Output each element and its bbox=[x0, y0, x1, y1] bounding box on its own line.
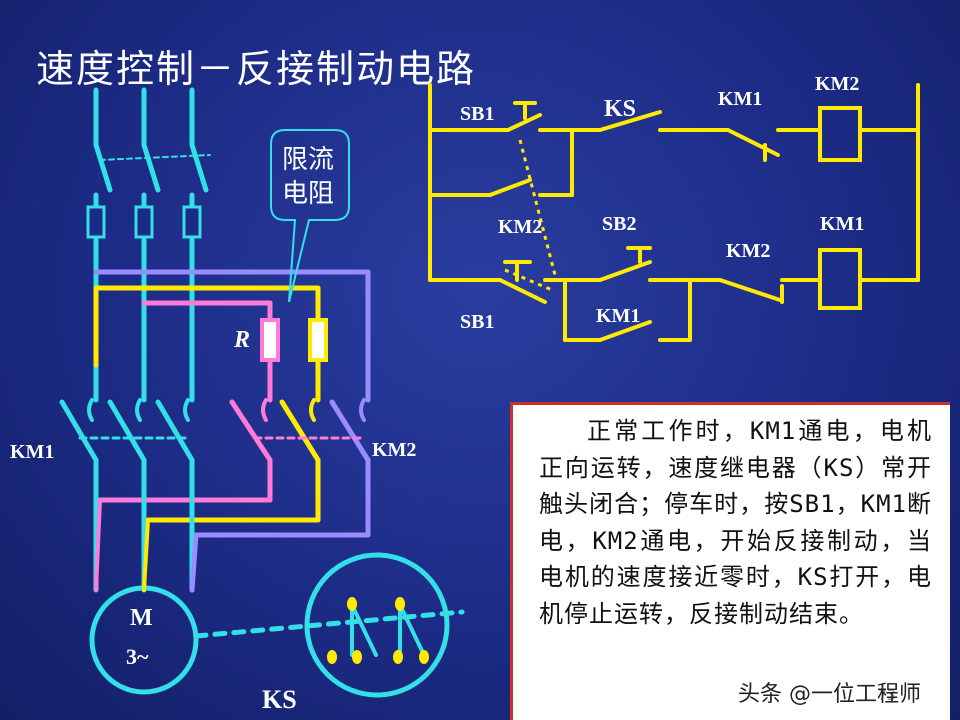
supply-lines bbox=[93, 87, 209, 403]
callout-line2: 电阻 bbox=[282, 179, 334, 209]
motor-symbol bbox=[89, 585, 199, 695]
control-circuit bbox=[428, 83, 920, 342]
ctrl-sb1-bottom-label: SB1 bbox=[460, 311, 494, 333]
fuses bbox=[86, 205, 202, 239]
km1-main-contacts bbox=[59, 399, 195, 593]
ctrl-km2-coil-label: KM2 bbox=[815, 73, 859, 95]
page-number: 73 bbox=[878, 688, 896, 704]
resistor-label: R bbox=[233, 327, 250, 353]
resistors bbox=[260, 318, 328, 362]
speed-relay-symbol bbox=[304, 552, 450, 698]
ctrl-km2-left-label: KM2 bbox=[498, 216, 542, 238]
ctrl-km2-mid-label: KM2 bbox=[726, 240, 770, 262]
yellow-wire bbox=[93, 285, 321, 523]
resistor-callout: 限流 电阻 bbox=[270, 129, 350, 303]
km2-main-label: KM2 bbox=[372, 439, 416, 461]
ctrl-km1-coil-label: KM1 bbox=[820, 213, 864, 235]
ctrl-sb1-top-label: SB1 bbox=[460, 103, 494, 125]
motor-phase-label: 3~ bbox=[126, 644, 149, 669]
ctrl-km1-hold-label: KM1 bbox=[596, 305, 640, 327]
ctrl-sb2-label: SB2 bbox=[602, 213, 636, 235]
description-text: 正常工作时，KM1通电，电机正向运转，速度继电器（KS）常开触头闭合；停车时，按… bbox=[539, 417, 932, 628]
watermark: 头条 @一位工程师 bbox=[738, 682, 921, 707]
description-box: 正常工作时，KM1通电，电机正向运转，速度继电器（KS）常开触头闭合；停车时，按… bbox=[510, 402, 950, 720]
lavender-wire bbox=[93, 269, 371, 538]
km1-main-label: KM1 bbox=[10, 441, 54, 463]
motor-label: M bbox=[130, 605, 153, 631]
pink-wire bbox=[97, 300, 273, 503]
ctrl-km1-top-label: KM1 bbox=[718, 88, 762, 110]
ks-main-label: KS bbox=[262, 685, 297, 714]
callout-line1: 限流 bbox=[282, 145, 334, 175]
main-circuit bbox=[59, 87, 465, 698]
ctrl-ks-label: KS bbox=[604, 96, 636, 122]
page-title: 速度控制－反接制动电路 bbox=[36, 47, 477, 91]
